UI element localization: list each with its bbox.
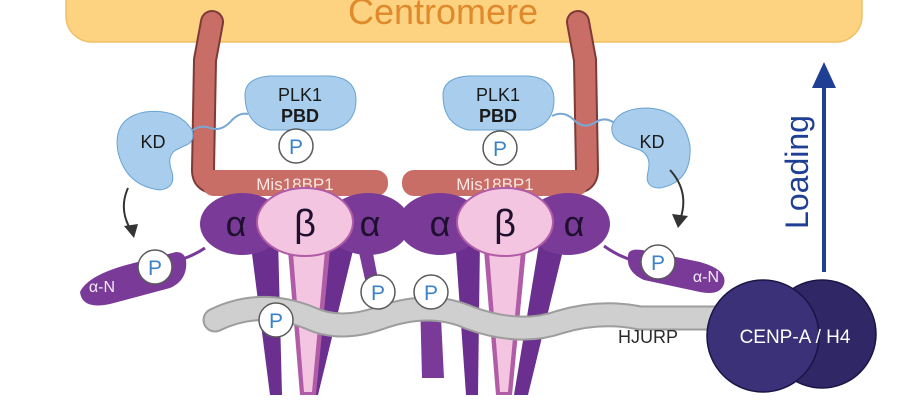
phospho-sites: P P P P P P P bbox=[137, 128, 676, 338]
phospho-label: P bbox=[269, 310, 283, 333]
centromere: Centromere bbox=[65, 0, 863, 43]
phospho-center-2: P bbox=[413, 274, 449, 310]
loading-label: Loading bbox=[779, 115, 815, 229]
phospho-pbd-left: P bbox=[278, 128, 314, 164]
phospho-label: P bbox=[289, 136, 303, 159]
phospho-label: P bbox=[424, 282, 438, 305]
phospho-alpha-n-left: P bbox=[137, 249, 173, 285]
kd-right-label: KD bbox=[639, 132, 664, 152]
phospho-label: P bbox=[651, 252, 665, 275]
beta-right: β bbox=[494, 203, 516, 245]
plk1-right: PLK1 PBD bbox=[442, 75, 555, 131]
kd-right: KD bbox=[611, 107, 691, 189]
plk1-right-label: PLK1 bbox=[476, 85, 520, 105]
phospho-hjurp: P bbox=[258, 302, 294, 338]
beta-left: β bbox=[294, 203, 316, 245]
complex-right: α α β bbox=[398, 187, 610, 257]
cenpa-h4: CENP-A / H4 bbox=[706, 279, 877, 393]
complex-left: α α β bbox=[200, 187, 410, 257]
kd-left: KD bbox=[116, 110, 194, 191]
phosphorylation-arrows bbox=[122, 169, 688, 238]
alpha-right-2: α bbox=[564, 203, 585, 244]
cenpa-h4-label: CENP-A / H4 bbox=[740, 327, 851, 348]
phospho-alpha-n-right: P bbox=[640, 244, 676, 280]
kd-linkers bbox=[189, 112, 617, 133]
alpha-n-left-label: α-N bbox=[89, 279, 115, 296]
phospho-label: P bbox=[493, 138, 507, 161]
alpha-left-1: α bbox=[226, 203, 247, 244]
arrow-head-left-icon bbox=[124, 224, 138, 238]
centromere-label: Centromere bbox=[348, 0, 538, 32]
loading-arrow: Loading bbox=[779, 62, 836, 272]
alpha-left-2: α bbox=[360, 203, 381, 244]
plk1-left: PLK1 PBD bbox=[244, 75, 357, 131]
phospho-label: P bbox=[371, 282, 385, 305]
hjurp-label: HJURP bbox=[618, 327, 678, 347]
alpha-right-1: α bbox=[430, 203, 451, 244]
phospho-pbd-right: P bbox=[482, 130, 518, 166]
arrow-head-right-icon bbox=[672, 214, 688, 228]
plk1-left-label: PLK1 bbox=[278, 85, 322, 105]
phospho-center-1: P bbox=[360, 274, 396, 310]
pbd-right-label: PBD bbox=[479, 106, 517, 126]
phospho-label: P bbox=[148, 257, 162, 280]
arrow-up-icon bbox=[812, 62, 836, 88]
pbd-left-label: PBD bbox=[281, 106, 319, 126]
kd-left-label: KD bbox=[140, 132, 165, 152]
alpha-n-right-label: α-N bbox=[693, 269, 719, 286]
